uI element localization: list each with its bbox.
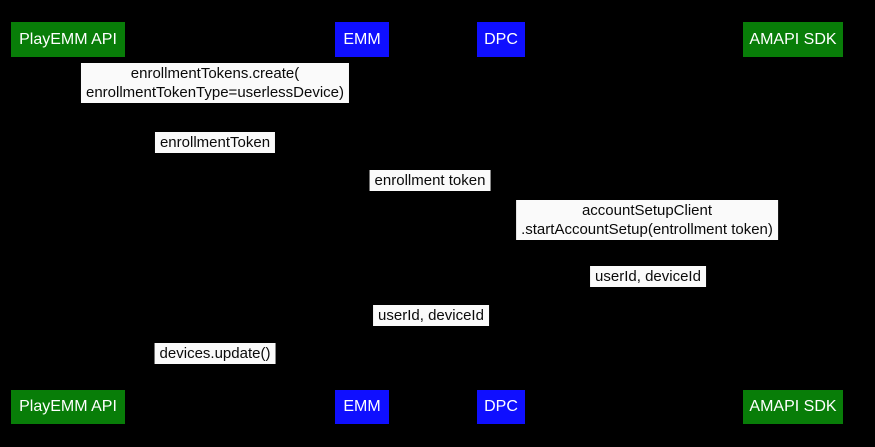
actor-label: AMAPI SDK (749, 30, 837, 48)
message-line: devices.update() (159, 345, 271, 362)
message-line: accountSetupClient (581, 202, 713, 219)
message-line: enrollment token (374, 172, 486, 189)
actor-box-playemm-api-top: PlayEMM API (11, 22, 125, 57)
actor-box-emm-top: EMM (335, 22, 389, 57)
message-line: .startAccountSetup(entrollment token) (521, 221, 773, 238)
actor-box-playemm-api-bottom: PlayEMM API (11, 390, 125, 424)
actor-box-amapi-sdk-top: AMAPI SDK (743, 22, 843, 57)
message-line: enrollmentTokenType=userlessDevice) (85, 84, 345, 101)
message-label-enrollment-token-to-dpc: enrollment token (369, 170, 491, 191)
actor-box-emm-bottom: EMM (335, 390, 389, 424)
message-line: userId, deviceId (595, 268, 701, 285)
actor-label: PlayEMM API (19, 398, 117, 415)
message-label-userid-deviceid-return: userId, deviceId (590, 266, 706, 287)
actor-label: PlayEMM API (19, 30, 117, 48)
message-line: enrollmentTokens.create( (130, 65, 300, 82)
actor-label: EMM (343, 30, 381, 48)
actor-label: DPC (484, 30, 518, 48)
message-label-userid-deviceid-to-emm: userId, deviceId (373, 305, 489, 326)
actor-box-dpc-top: DPC (477, 22, 525, 57)
actor-label: AMAPI SDK (749, 398, 837, 415)
actor-label: DPC (484, 398, 518, 415)
message-label-devices-update: devices.update() (154, 343, 276, 364)
actor-label: EMM (343, 398, 381, 415)
message-label-enrollment-token-return: enrollmentToken (154, 132, 276, 153)
message-line: userId, deviceId (378, 307, 484, 324)
actor-box-dpc-bottom: DPC (477, 390, 525, 424)
actor-box-amapi-sdk-bottom: AMAPI SDK (743, 390, 843, 424)
message-label-start-account-setup: accountSetupClient .startAccountSetup(en… (516, 200, 778, 240)
message-label-enrollment-tokens-create: enrollmentTokens.create( enrollmentToken… (80, 63, 350, 103)
message-line: enrollmentToken (159, 134, 271, 151)
